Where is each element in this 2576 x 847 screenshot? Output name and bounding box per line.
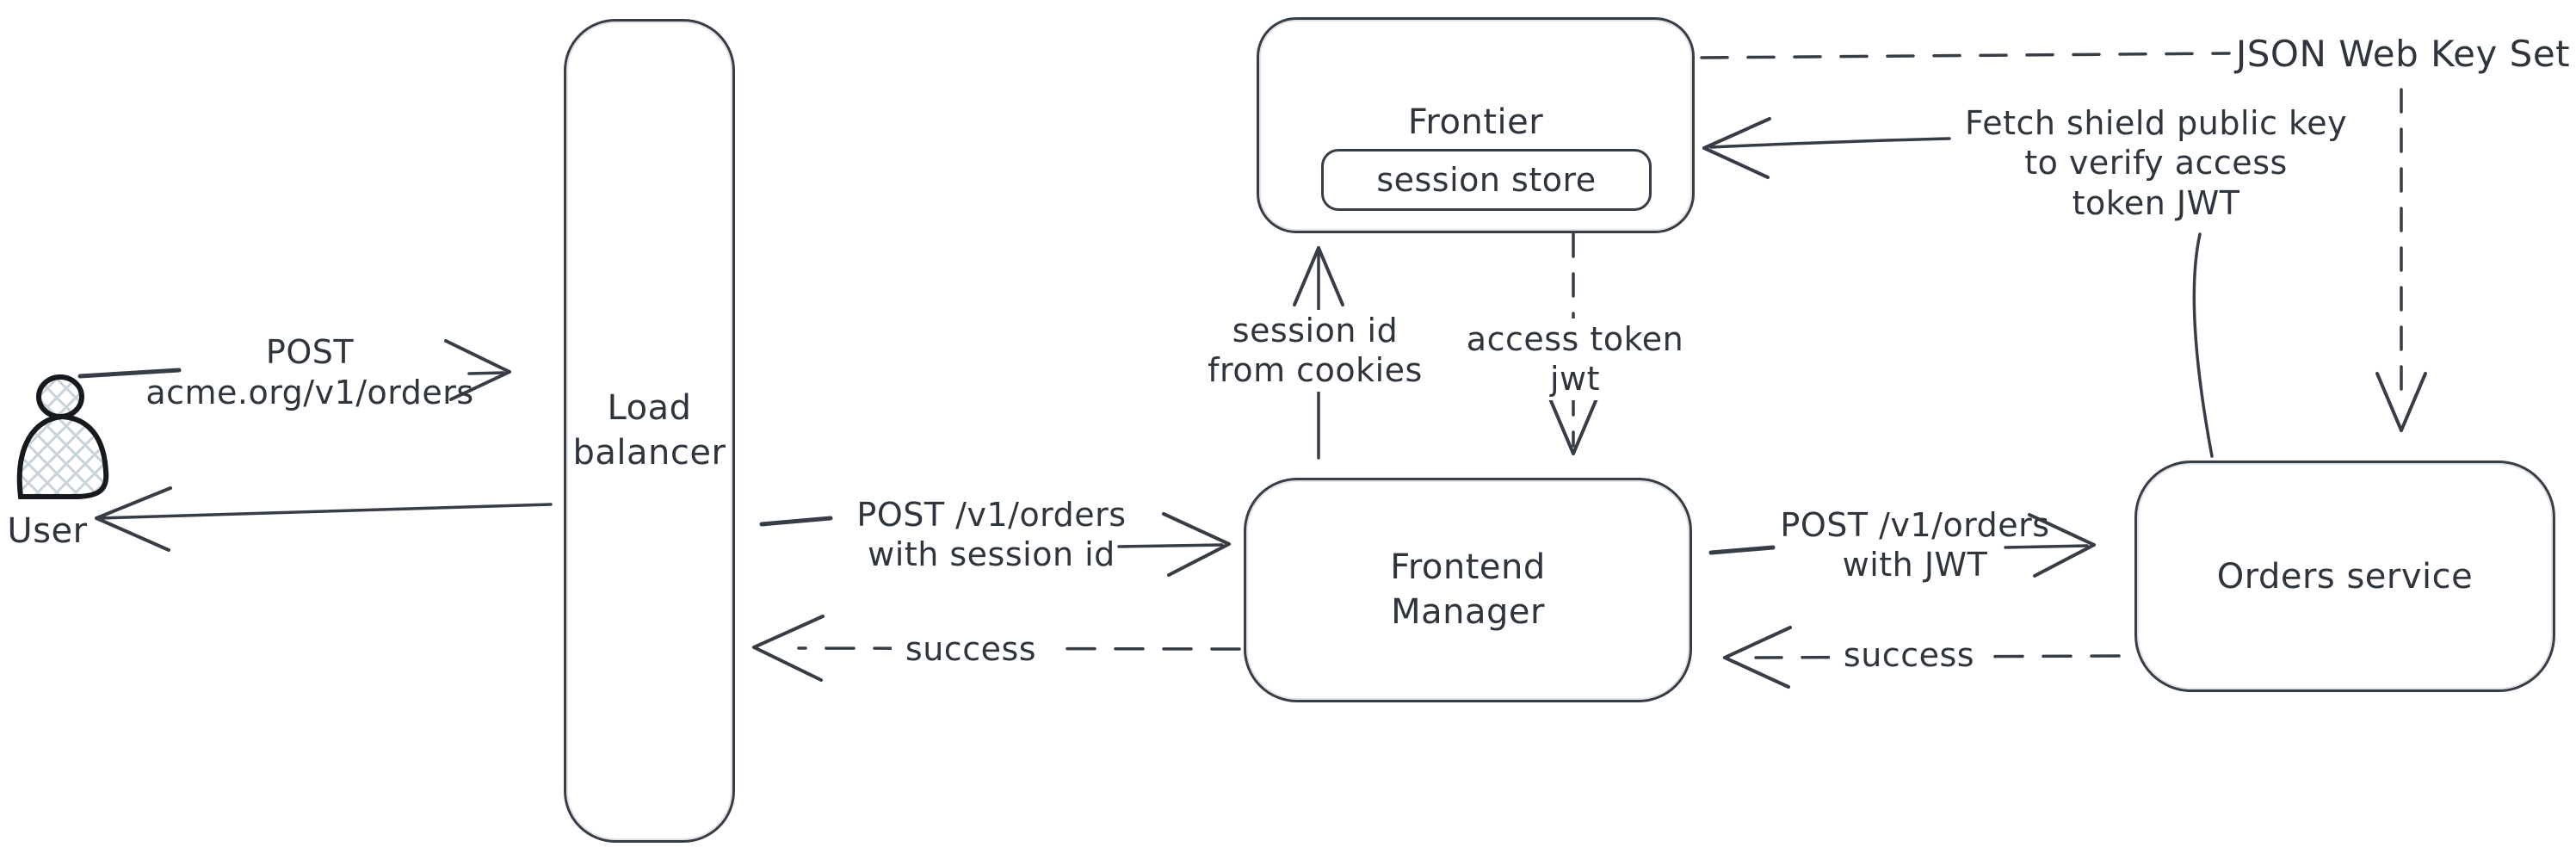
edge-label-user-to-lb: POST acme.org/v1/orders — [145, 332, 473, 413]
arrowhead-left — [752, 615, 825, 682]
node-label-orders-service: Orders service — [2216, 556, 2474, 597]
label-line: access token — [1466, 320, 1684, 358]
label-line: Load — [607, 388, 692, 429]
arrowhead-right — [444, 339, 511, 401]
node-label-user: User — [7, 511, 88, 551]
label-line: POST /v1/orders — [1780, 506, 2050, 544]
edge-label-orders-to-fm-success: success — [1829, 634, 1989, 677]
dashed-line-frontier-to-jwks — [1700, 52, 2231, 59]
arrowhead-down — [2375, 372, 2427, 432]
label-line: Manager — [1391, 591, 1545, 632]
arrowhead-down — [1547, 395, 1599, 455]
arrow-lb-to-user — [95, 486, 553, 552]
label-line: token JWT — [2072, 183, 2240, 222]
node-load-balancer: Load balancer — [564, 19, 735, 843]
arrow-orders-to-frontier — [1702, 117, 2214, 458]
label-line: from cookies — [1208, 350, 1423, 389]
arrow-jwks-to-orders — [2375, 88, 2427, 432]
arrow-orders-to-fm-success — [1723, 626, 2121, 689]
label-line: to verify access — [2024, 144, 2288, 182]
label-line: with session id — [868, 535, 1115, 573]
arrowhead-up — [1293, 246, 1344, 306]
node-orders-service: Orders service — [2134, 461, 2555, 692]
label-line: Fetch shield public key — [1964, 104, 2348, 142]
edge-label-fm-to-frontier: session id from cookies — [1194, 310, 1436, 393]
label-line: jwt — [1549, 359, 1601, 398]
node-frontend-manager: Frontend Manager — [1244, 478, 1692, 702]
edge-label-orders-to-frontier: Fetch shield public key to verify access… — [1965, 103, 2347, 223]
arrow-lb-to-fm — [759, 512, 1231, 577]
arrow-user-to-lb — [77, 339, 511, 401]
label-line: balancer — [572, 432, 726, 473]
arrowhead-right — [2028, 513, 2096, 578]
curve-to-orders-top — [2192, 232, 2214, 458]
edge-label-fm-to-lb-success: success — [891, 628, 1051, 671]
node-label-frontier: Frontier — [1407, 102, 1544, 142]
edge-label-fm-to-orders: POST /v1/orders with JWT — [1780, 506, 2049, 584]
node-label-session-store: session store — [1376, 161, 1597, 199]
node-session-store: session store — [1321, 149, 1652, 211]
label-line: acme.org/v1/orders — [145, 374, 474, 412]
arrowhead-left — [1702, 117, 1771, 179]
node-label-load-balancer: Load balancer — [573, 386, 726, 474]
person-icon — [16, 374, 109, 499]
arrowhead-right — [1162, 512, 1231, 577]
arrow-fm-to-orders — [1708, 513, 2096, 578]
edge-label-lb-to-fm: POST /v1/orders with session id — [856, 496, 1126, 574]
jwks-label: JSON Web Key Set — [2235, 33, 2571, 75]
arrow-frontier-to-fm — [1547, 232, 1599, 455]
label-line: Frontend — [1390, 547, 1546, 588]
node-frontier: Frontier session store — [1257, 17, 1695, 233]
node-label-frontend-manager: Frontend Manager — [1390, 546, 1546, 634]
label-line: POST — [265, 333, 355, 371]
edge-label-frontier-to-fm: access token jwt — [1452, 318, 1698, 401]
label-line: with JWT — [1842, 545, 1988, 584]
label-line: POST /v1/orders — [856, 496, 1127, 534]
arrowhead-left — [95, 486, 172, 552]
arrowhead-left — [1723, 626, 1792, 689]
label-line: session id — [1232, 312, 1399, 349]
